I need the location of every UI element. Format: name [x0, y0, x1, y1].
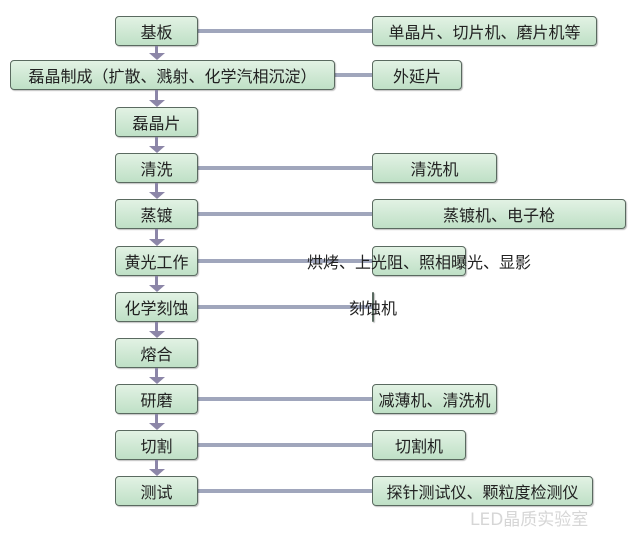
arrow-down-icon: [149, 423, 165, 430]
connector-line: [198, 212, 372, 216]
connector-line: [198, 489, 372, 493]
flow-line: [155, 183, 158, 192]
arrow-down-icon: [149, 239, 165, 246]
connector-line: [198, 397, 372, 401]
equipment-box: 切割机: [372, 430, 466, 460]
process-step-box: 磊晶片: [115, 107, 198, 137]
flow-line: [155, 46, 158, 53]
equipment-box: 清洗机: [372, 153, 497, 183]
equipment-box: 单晶片、切片机、磨片机等: [372, 16, 597, 46]
flow-line: [155, 229, 158, 239]
equipment-box: 减薄机、清洗机: [372, 384, 497, 414]
process-step-box: 蒸镀: [115, 199, 198, 229]
equipment-box: 蒸镀机、电子枪: [372, 199, 626, 229]
arrow-down-icon: [149, 469, 165, 476]
watermark: LED晶质实验室: [470, 510, 589, 530]
process-step-box: 磊晶制成（扩散、溅射、化学汽相沉淀）: [10, 60, 335, 90]
connector-line: [198, 305, 372, 309]
connector-line: [335, 73, 372, 77]
process-step-box: 黄光工作: [115, 246, 198, 276]
process-step-box: 测试: [115, 476, 198, 506]
flow-line: [155, 137, 158, 146]
connector-line: [198, 166, 372, 170]
arrow-down-icon: [149, 377, 165, 384]
process-step-box: 基板: [115, 16, 198, 46]
process-step-box: 切割: [115, 430, 198, 460]
process-step-box: 熔合: [115, 338, 198, 368]
arrow-down-icon: [149, 192, 165, 199]
connector-line: [198, 29, 372, 33]
process-step-box: 研磨: [115, 384, 198, 414]
equipment-box: 刻蚀机: [349, 292, 397, 322]
connector-line: [198, 443, 372, 447]
arrow-down-icon: [149, 146, 165, 153]
arrow-down-icon: [149, 53, 165, 60]
arrow-down-icon: [149, 100, 165, 107]
process-step-box: 清洗: [115, 153, 198, 183]
flow-line: [155, 276, 158, 285]
flow-line: [155, 90, 158, 100]
arrow-down-icon: [149, 331, 165, 338]
process-step-box: 化学刻蚀: [115, 292, 198, 322]
flow-line: [155, 368, 158, 377]
equipment-box: 烘烤、上光阻、照相曝光、显影: [307, 246, 531, 276]
equipment-box: 探针测试仪、颗粒度检测仪: [372, 476, 593, 506]
flow-line: [155, 322, 158, 331]
flow-line: [155, 414, 158, 423]
connector-line: [198, 259, 372, 263]
arrow-down-icon: [149, 285, 165, 292]
equipment-box: 外延片: [372, 60, 462, 90]
flow-line: [155, 460, 158, 469]
